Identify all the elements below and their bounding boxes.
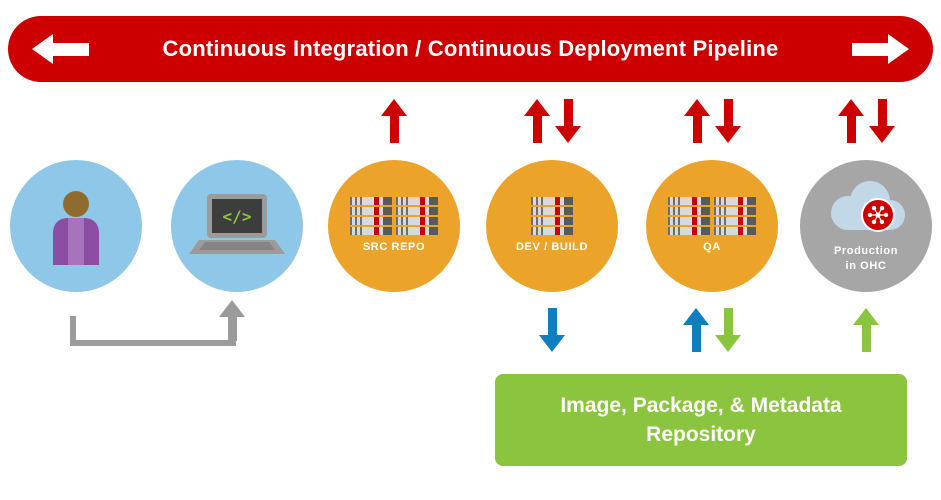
production-label-line1: Production (833, 244, 899, 257)
node-workstation: </> (171, 160, 303, 292)
node-label: Production in OHC (834, 244, 898, 274)
repository-box: Image, Package, & Metadata Repository (495, 374, 907, 466)
green-up-arrow-icon (853, 308, 879, 352)
person-icon (53, 191, 99, 265)
repository-label-line1: Image, Package, & Metadata (560, 393, 842, 417)
green-down-arrow-icon (715, 308, 741, 352)
node-label: DEV / BUILD (516, 241, 588, 254)
red-down-arrow-icon (869, 99, 895, 143)
arrow-right-shaft (852, 42, 888, 56)
pipeline-title: Continuous Integration / Continuous Depl… (162, 36, 779, 61)
server-icon (531, 197, 573, 236)
arrow-right-icon (852, 34, 909, 64)
arrow-left-icon (32, 34, 89, 64)
server-stack-icon (350, 197, 438, 236)
pipeline-banner: Continuous Integration / Continuous Depl… (8, 16, 933, 82)
node-label: QA (703, 241, 721, 254)
node-production: Production in OHC (800, 160, 932, 292)
node-qa: QA (646, 160, 778, 292)
red-up-arrow-icon (524, 99, 550, 143)
blue-down-arrow-icon (539, 308, 565, 352)
red-down-arrow-icon (555, 99, 581, 143)
red-up-arrow-icon (684, 99, 710, 143)
red-down-arrow-icon (715, 99, 741, 143)
node-developer (10, 160, 142, 292)
node-label: SRC REPO (362, 241, 426, 254)
code-symbol: </> (223, 207, 252, 226)
production-label-line2: in OHC (845, 259, 887, 272)
arrow-left-head (32, 34, 53, 64)
server-stack-icon (668, 197, 756, 236)
node-dev-build: DEV / BUILD (486, 160, 618, 292)
connector-horizontal-segment (70, 340, 236, 346)
arrow-left-shaft (53, 42, 89, 56)
arrow-right-head (888, 34, 909, 64)
repository-label-line2: Repository (646, 423, 756, 446)
red-up-arrow-icon (838, 99, 864, 143)
gray-up-arrow-icon (219, 300, 245, 341)
blue-up-arrow-icon (683, 308, 709, 352)
connector-vertical-segment (70, 316, 76, 346)
node-src-repo: SRC REPO (328, 160, 460, 292)
laptop-code-icon: </> (189, 194, 285, 254)
cloud-openshift-icon (831, 180, 905, 232)
red-up-arrow-icon (381, 99, 407, 143)
